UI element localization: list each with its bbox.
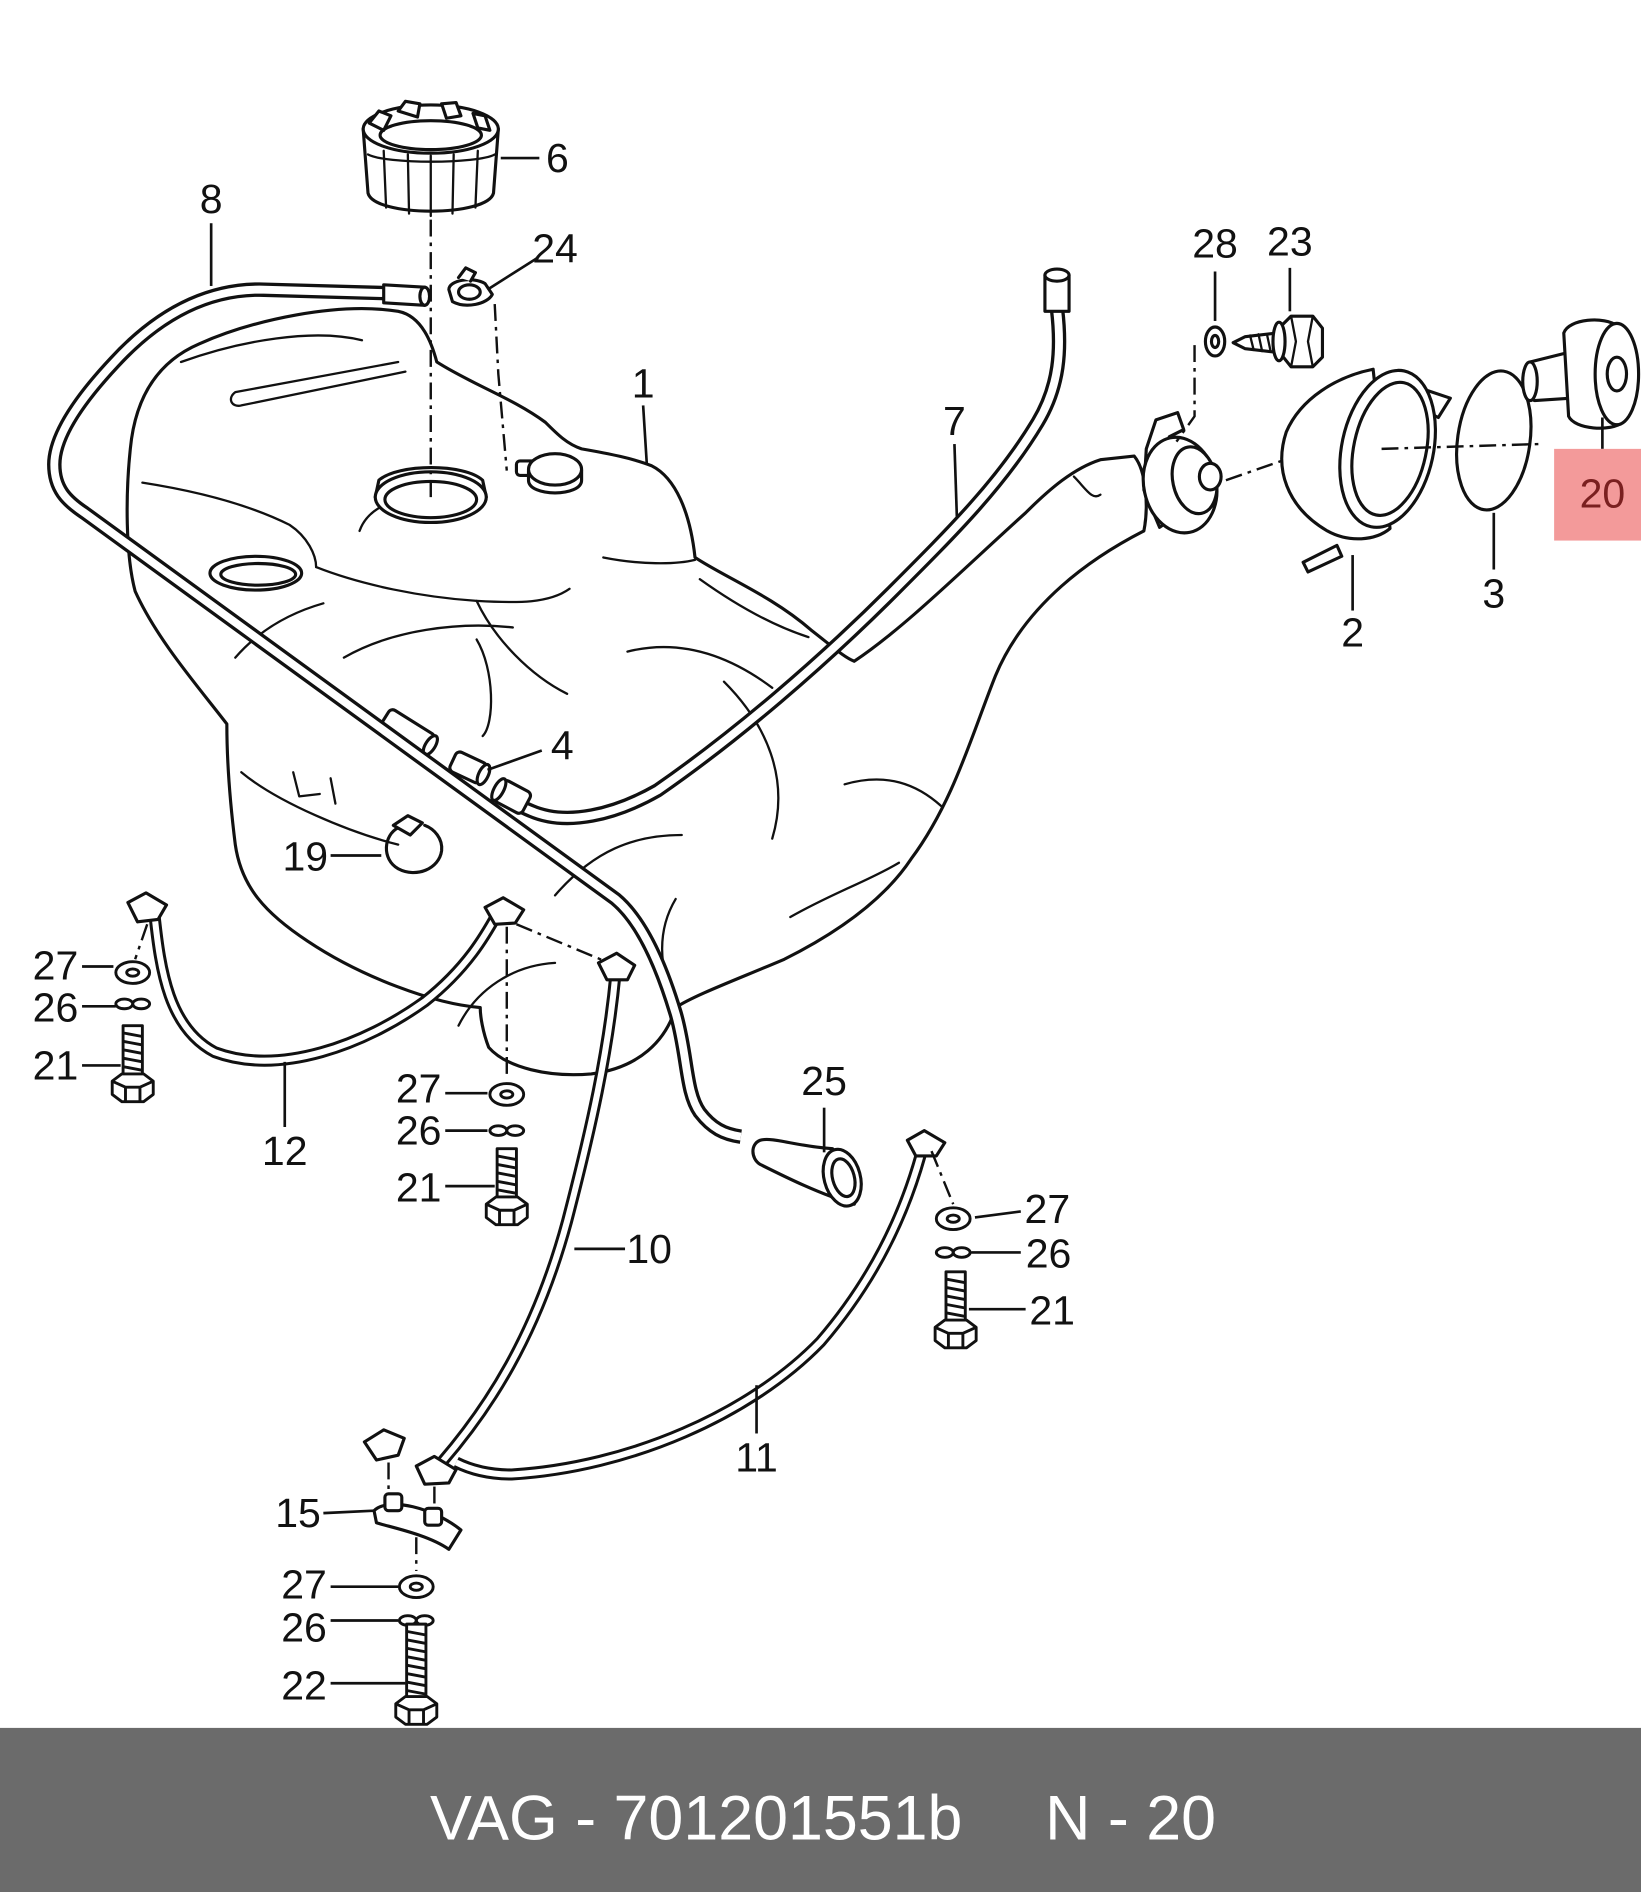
- filler-neck-ring: [1141, 435, 1223, 535]
- part-20-cap: [1521, 318, 1641, 430]
- callout-19: 19: [282, 834, 328, 880]
- pipe-8-sleeve: [382, 283, 432, 307]
- spring-washer-26-middle: [488, 1124, 526, 1137]
- callout-15: 15: [275, 1490, 321, 1536]
- part-12-strap: [126, 891, 526, 1061]
- callout-27-bottom: 27: [281, 1561, 327, 1607]
- callout-2: 2: [1341, 609, 1364, 655]
- part-24-clip: [447, 266, 494, 307]
- callout-22: 22: [281, 1663, 327, 1709]
- pipe-7-connector: [490, 777, 533, 815]
- callout-28: 28: [1192, 221, 1238, 267]
- part-10-strap: [442, 951, 637, 1462]
- callout-21-middle: 21: [396, 1164, 442, 1210]
- tank-sender-boss: [514, 452, 584, 495]
- fasteners-right: [933, 1206, 978, 1350]
- callout-24: 24: [532, 226, 578, 272]
- part-19-clip: [384, 814, 444, 875]
- callout-23: 23: [1267, 218, 1313, 264]
- washer-27-right: [934, 1206, 972, 1232]
- fasteners-left: [110, 960, 155, 1104]
- callouts: 6 8 24 28 23 1 7 2 3 4 19 27 26 21 12 25…: [33, 135, 1506, 1709]
- callout-21-left: 21: [33, 1042, 79, 1088]
- part-2-housing: [1280, 367, 1452, 574]
- callout-27-left: 27: [33, 942, 79, 988]
- footer-background: [0, 1727, 1641, 1892]
- tank-contour-lines: [141, 334, 1102, 1027]
- leader-lines: [82, 156, 1604, 1685]
- bolt-21-left: [110, 1024, 155, 1104]
- callout-20: 20: [1580, 471, 1626, 517]
- part-7-pipe: [490, 267, 1071, 818]
- spring-washer-26-left: [114, 997, 152, 1011]
- callout-27-middle: 27: [396, 1065, 442, 1111]
- callout-26-left: 26: [33, 985, 79, 1031]
- part-3-gasket: [1455, 369, 1533, 512]
- footer-part-number: VAG - 701201551b: [430, 1783, 962, 1853]
- callout-10: 10: [626, 1226, 672, 1272]
- fasteners-middle: [484, 1082, 529, 1227]
- highlighted-callout: 20: [1554, 448, 1641, 541]
- callout-26-bottom: 26: [281, 1605, 327, 1651]
- callout-27-right: 27: [1025, 1186, 1071, 1232]
- part-1-tank: [125, 307, 1148, 1077]
- callout-11: 11: [735, 1435, 778, 1481]
- washer-27-left: [114, 960, 152, 985]
- callout-6: 6: [546, 135, 569, 181]
- part-11-strap: [456, 1129, 947, 1475]
- part-4-connectors: [379, 708, 492, 787]
- fasteners-bottom: [394, 1574, 439, 1726]
- spring-washer-26-right: [934, 1246, 972, 1259]
- callout-1: 1: [632, 361, 655, 407]
- part-28-washer: [1203, 325, 1227, 358]
- callout-26-right: 26: [1026, 1231, 1072, 1277]
- callout-26-middle: 26: [396, 1108, 442, 1154]
- callout-25: 25: [801, 1058, 847, 1104]
- washer-27-bottom: [397, 1574, 435, 1600]
- callout-3: 3: [1482, 571, 1505, 617]
- footer-bar: VAG - 701201551b N - 20: [0, 1727, 1641, 1892]
- callout-4: 4: [551, 723, 574, 769]
- highlight-box: [1554, 448, 1641, 541]
- callout-8: 8: [200, 176, 223, 222]
- pipe-7-end-cap: [1043, 267, 1071, 313]
- bolt-22: [394, 1622, 439, 1726]
- callout-7: 7: [943, 398, 966, 444]
- part-23-screw: [1231, 314, 1325, 369]
- assembly-lines: [134, 219, 1539, 1572]
- part-15-bracket: [362, 1428, 463, 1551]
- footer-position-ref: N - 20: [1045, 1783, 1216, 1853]
- part-6-ring-nut: [361, 99, 500, 218]
- callout-12: 12: [262, 1128, 308, 1174]
- washer-27-middle: [488, 1082, 526, 1107]
- part-25-grommet: [751, 1137, 863, 1208]
- tank-oval-recess: [208, 554, 304, 592]
- callout-21-right: 21: [1029, 1287, 1075, 1333]
